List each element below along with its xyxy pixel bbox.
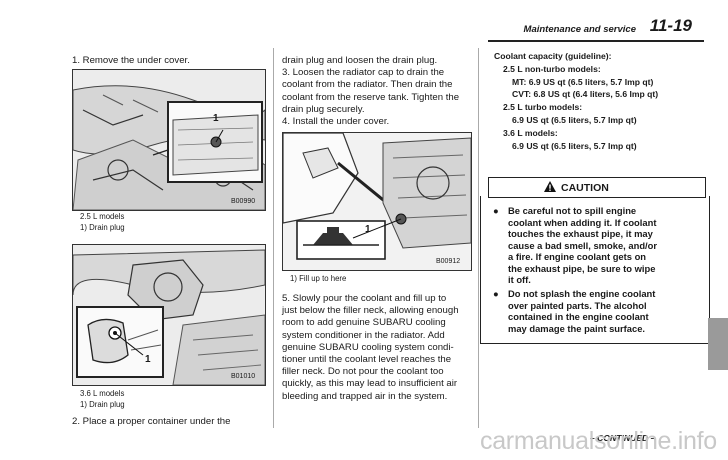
caution-bullet-1: Be careful not to spill engine coolant w…: [508, 205, 701, 286]
capacity-value: MT: 6.9 US qt (6.5 liters, 5.7 Imp qt): [512, 76, 654, 87]
continued-label: – CONTINUED –: [590, 433, 656, 443]
text-line: coolant from the radiator. Then drain th…: [282, 79, 453, 91]
figure-3-callout: 1: [365, 224, 371, 235]
text-line: filler neck. Do not pour the coolant too: [282, 366, 444, 378]
section-title: Maintenance and service: [523, 24, 636, 35]
figure-2-legend: 1) Drain plug: [80, 400, 125, 409]
text-line: drain plug securely.: [282, 103, 365, 115]
text-line: 4. Install the under cover.: [282, 116, 390, 128]
text-line: just below the filler neck, allowing eno…: [282, 305, 459, 317]
text-line: genuine SUBARU cooling system condi-: [282, 341, 454, 353]
capacity-value: 6.9 US qt (6.5 liters, 5.7 Imp qt): [512, 114, 637, 125]
header-rule: [488, 40, 704, 42]
figure-drain-plug-2-5l: 1 B00990: [72, 69, 266, 211]
warning-triangle-icon: [544, 181, 556, 192]
figure-2-model: 3.6 L models: [80, 389, 125, 398]
text-line: coolant when adding it. If coolant: [508, 216, 657, 228]
text-line: drain plug and loosen the drain plug.: [282, 55, 438, 66]
text-line: 5. Slowly pour the coolant and fill up t…: [282, 293, 447, 304]
caution-bullet-2: Do not splash the engine coolant over pa…: [508, 288, 701, 334]
capacity-model: 3.6 L models:: [503, 127, 558, 138]
figure-1-model: 2.5 L models: [80, 212, 125, 221]
step-1: 1. Remove the under cover.: [72, 55, 190, 66]
coolant-fill-illustration: [283, 133, 471, 270]
text-line: over painted parts. The alcohol: [508, 299, 647, 311]
figure-2-code: B01010: [231, 373, 256, 380]
bullet-1-marker: ●: [493, 205, 499, 216]
step-2: 2. Place a proper container under the: [72, 416, 231, 427]
figure-3-legend: 1) Fill up to here: [290, 274, 347, 283]
caution-box: [480, 196, 710, 344]
text-line: bleeding and trapped air in the system.: [282, 390, 448, 402]
middle-bottom-text: 5. Slowly pour the coolant and fill up t…: [282, 293, 474, 403]
caution-header: [488, 177, 706, 198]
text-line: cause a bad smell, smoke, and/or: [508, 239, 658, 251]
page-number: 11-19: [649, 16, 692, 35]
text-line: touches the exhaust pipe, it may: [508, 228, 653, 239]
text-line: system conditioner in the radiator. Add: [282, 329, 445, 341]
figure-1-legend: 1) Drain plug: [80, 223, 125, 232]
column-divider-left: [273, 48, 274, 428]
text-line: a fire. If engine coolant gets on: [508, 251, 647, 262]
text-line: coolant from the reserve tank. Tighten t…: [282, 91, 460, 103]
figure-fill-coolant: 1 B00912: [282, 132, 472, 271]
engine-underside-illustration-2: [73, 245, 265, 385]
coolant-capacity-block: Coolant capacity (guideline): 2.5 L non-…: [490, 50, 658, 152]
figure-1-callout: 1: [213, 113, 219, 124]
text-line: contained in the engine coolant: [508, 311, 649, 322]
text-line: 3. Loosen the radiator cap to drain the: [282, 67, 445, 79]
text-line: may damage the paint surface.: [508, 322, 646, 334]
bullet-2-marker: ●: [493, 288, 499, 299]
chapter-thumb-tab: [708, 318, 728, 370]
text-line: Do not splash the engine coolant: [508, 288, 656, 299]
figure-drain-plug-3-6l: 1 B01010: [72, 244, 266, 386]
text-line: it off.: [508, 274, 531, 285]
figure-3-code: B00912: [436, 258, 461, 265]
engine-underside-illustration-1: [73, 70, 265, 210]
caution-label: CAUTION: [561, 182, 609, 194]
text-line: the exhaust pipe, be sure to wipe: [508, 262, 656, 274]
capacity-model: 2.5 L turbo models:: [503, 102, 583, 113]
text-line: tioner until the coolant level reaches t…: [282, 354, 452, 366]
middle-top-text: drain plug and loosen the drain plug. 3.…: [282, 55, 472, 128]
figure-2-callout: 1: [145, 354, 151, 365]
capacity-heading: Coolant capacity (guideline):: [494, 51, 612, 61]
text-line: room to add genuine SUBARU cooling: [282, 317, 446, 329]
text-line: quickly, as this may lead to insufficien…: [282, 378, 458, 390]
column-divider-right: [478, 48, 479, 428]
figure-1-code: B00990: [231, 198, 256, 205]
capacity-model: 2.5 L non-turbo models:: [503, 63, 601, 74]
capacity-value: 6.9 US qt (6.5 liters, 5.7 Imp qt): [512, 140, 637, 151]
watermark: carmanualsonline.info: [480, 427, 717, 455]
text-line: Be careful not to spill engine: [508, 205, 637, 216]
capacity-value: CVT: 6.8 US qt (6.4 liters, 5.6 Imp qt): [512, 89, 659, 100]
